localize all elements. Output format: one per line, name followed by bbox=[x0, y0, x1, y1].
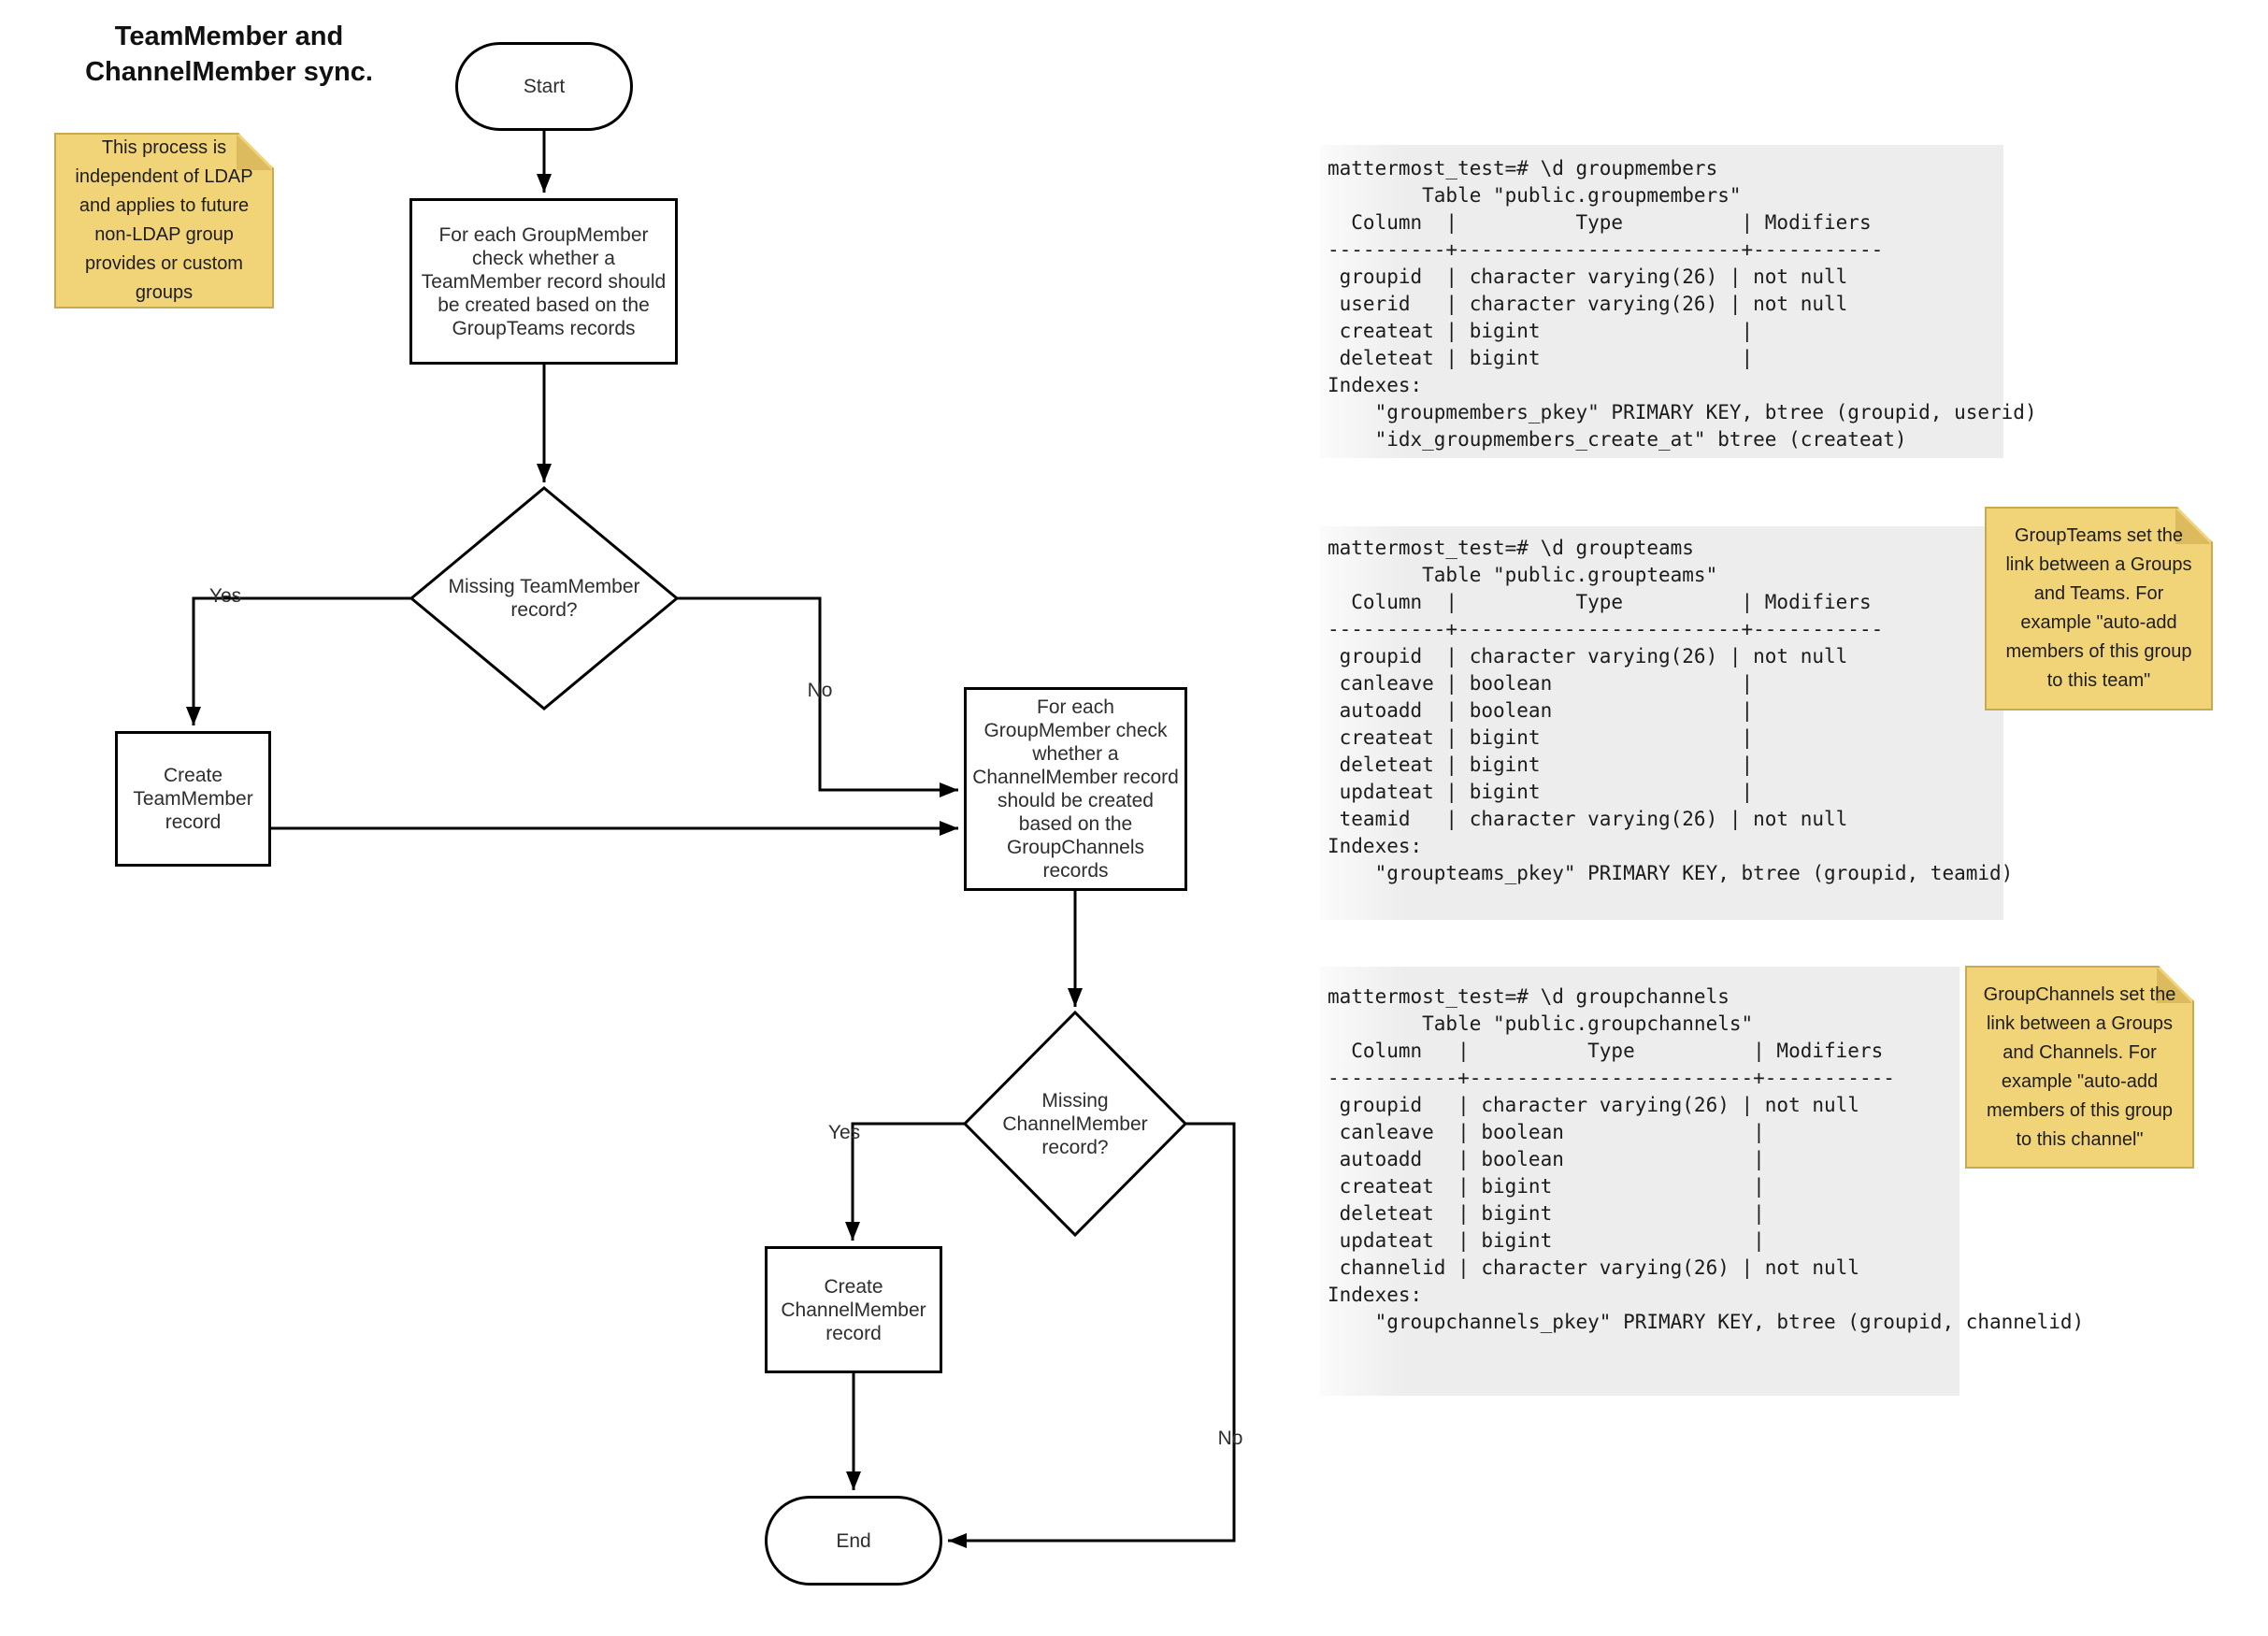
edge-decision-team-no bbox=[677, 596, 958, 797]
sticky-note-groupchannels-text: GroupChannels set the link between a Gro… bbox=[1983, 983, 2176, 1150]
sticky-note-ldap: This process is independent of LDAP and … bbox=[54, 133, 274, 309]
codeblock-groupteams: mattermost_test=# \d groupteams Table "p… bbox=[1328, 537, 2014, 884]
sticky-note-groupchannels: GroupChannels set the link between a Gro… bbox=[1965, 966, 2194, 1169]
codeblock-groupteams-bg bbox=[1320, 526, 2003, 920]
node-create-teammember: Create TeamMember record bbox=[115, 731, 271, 867]
node-decision-channelmember-label: Missing ChannelMember record? bbox=[1002, 1089, 1148, 1158]
sticky-note-groupteams-text: GroupTeams set the link between a Groups… bbox=[2005, 525, 2192, 691]
edge-decision-channel-yes bbox=[845, 1122, 965, 1241]
sticky-note-groupteams: GroupTeams set the link between a Groups… bbox=[1985, 507, 2213, 710]
edge-decision-channel-no bbox=[948, 1122, 1236, 1548]
node-check-channelmember: For each GroupMember check whether a Cha… bbox=[964, 687, 1187, 891]
edge-label-channel-no: No bbox=[1217, 1428, 1243, 1449]
sticky-note-ldap-text: This process is independent of LDAP and … bbox=[75, 137, 253, 303]
node-check-teammember: For each GroupMember check whether a Tea… bbox=[409, 198, 678, 365]
page-title: TeamMember and ChannelMember sync. bbox=[85, 22, 373, 87]
decision-team-diamond bbox=[409, 486, 680, 710]
node-decision-teammember-label: Missing TeamMember record? bbox=[448, 576, 640, 621]
decision-channel-diamond bbox=[962, 1010, 1188, 1238]
node-start: Start bbox=[455, 42, 633, 131]
codeblock-groupmembers: mattermost_test=# \d groupmembers Table … bbox=[1328, 157, 2037, 451]
edge-decision-team-yes bbox=[186, 596, 411, 725]
codeblock-groupchannels: mattermost_test=# \d groupchannels Table… bbox=[1328, 985, 2085, 1333]
edge-label-channel-yes: Yes bbox=[827, 1122, 861, 1143]
node-create-channelmember: Create ChannelMember record bbox=[765, 1246, 942, 1373]
edge-label-team-yes: Yes bbox=[208, 585, 242, 607]
node-end: End bbox=[765, 1496, 942, 1586]
codeblock-groupmembers-bg bbox=[1320, 145, 2003, 458]
edge-label-team-no: No bbox=[807, 680, 833, 701]
codeblock-groupchannels-bg bbox=[1320, 967, 1959, 1396]
